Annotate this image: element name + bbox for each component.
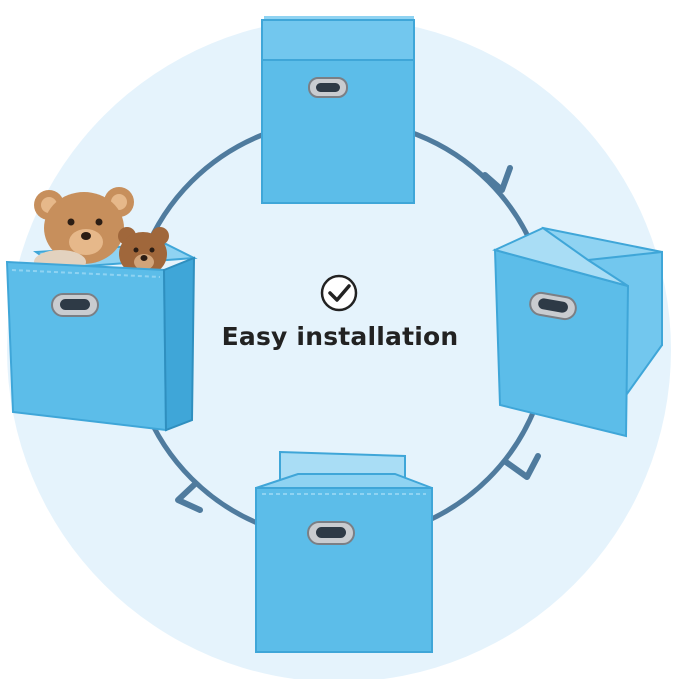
unfolding-bin	[492, 226, 663, 438]
assembling-bin	[255, 450, 433, 653]
folded-bin	[261, 16, 415, 204]
chevron-arrow-icon	[482, 165, 513, 193]
handle-hole	[316, 83, 340, 92]
bin-with-toys	[5, 187, 198, 432]
check-circle-icon	[320, 274, 358, 312]
handle-hole	[316, 527, 346, 538]
teddy-bear-small	[118, 227, 169, 276]
chevron-arrow-icon	[175, 481, 203, 513]
handle-hole	[538, 298, 568, 313]
caption-text: Easy installation	[221, 322, 459, 351]
chevron-arrow-icon	[503, 453, 541, 480]
teddy-bear-large	[34, 187, 134, 274]
handle-hole	[60, 299, 90, 310]
